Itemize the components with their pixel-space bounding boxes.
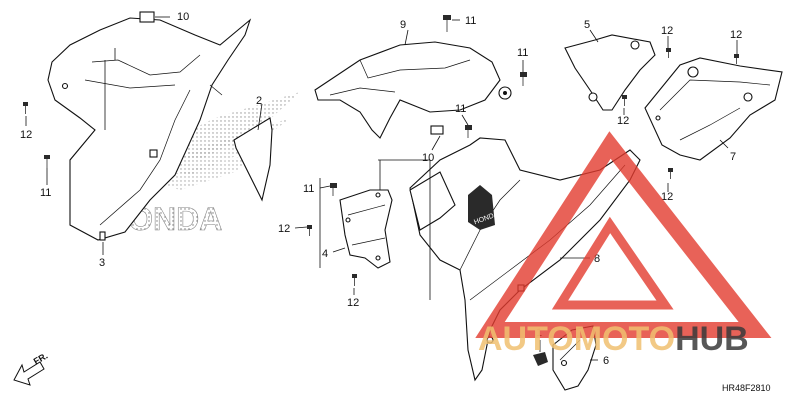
label-11a: 11: [40, 187, 51, 199]
label-4: 4: [322, 248, 328, 260]
fasteners: [23, 15, 739, 286]
label-7: 7: [730, 151, 736, 163]
front-direction-indicator: FR.: [13, 351, 50, 386]
watermark-inner-triangle-icon: [551, 216, 674, 310]
part-10-clip-lower: [430, 125, 444, 135]
screw-12-plate: [666, 48, 671, 58]
label-5: 5: [584, 19, 590, 31]
label-12c: 12: [347, 297, 359, 309]
label-10b: 10: [422, 152, 434, 164]
leader-lines: [25, 16, 738, 361]
label-3: 3: [99, 257, 105, 269]
part-2-panel: [233, 117, 273, 202]
screw-12-left: [23, 102, 28, 114]
part-4-bracket: [339, 189, 393, 269]
front-direction-label: FR.: [32, 351, 50, 367]
screw-12-rear-low: [668, 168, 673, 179]
front-arrow-icon: [13, 361, 45, 386]
part-10-clip-upper: [139, 11, 155, 23]
label-12d: 12: [661, 25, 673, 37]
watermark-text-a: AUTOMOTO: [478, 320, 675, 358]
screw-12-rear-mid: [622, 95, 627, 106]
label-12b: 12: [278, 223, 290, 235]
label-11d: 11: [455, 103, 466, 115]
diagram-code: HR48F2810: [722, 383, 771, 393]
bolt-11-bracket: [330, 183, 337, 196]
screw-12-bracket-lower: [352, 274, 357, 286]
part-5-plate: [564, 34, 656, 111]
screw-12-bracket: [307, 225, 312, 236]
label-12a: 12: [20, 129, 32, 141]
label-12f: 12: [617, 115, 629, 127]
label-12g: 12: [661, 191, 673, 203]
label-2: 2: [256, 95, 262, 107]
watermark-text-b: HUB: [675, 320, 749, 358]
bolt-11-top: [443, 15, 451, 32]
label-8: 8: [594, 253, 600, 265]
part-3-left-side-cover: [47, 11, 252, 241]
label-10a: 10: [177, 11, 189, 23]
watermark-text: AUTOMOTOHUB: [478, 320, 749, 358]
part-6-guard: [552, 325, 597, 391]
label-6: 6: [603, 355, 609, 367]
part-7-rear-cover: [644, 57, 783, 161]
label-12e: 12: [730, 29, 742, 41]
label-11e: 11: [303, 183, 314, 195]
screw-12-rear-top: [734, 54, 739, 64]
label-9: 9: [400, 19, 406, 31]
part-1-fastener: [533, 352, 548, 366]
watermark: AUTOMOTOHUB: [475, 131, 772, 358]
part-9-upper-cover: [314, 41, 512, 139]
bolt-11-mid: [465, 125, 472, 138]
bolt-11-right: [520, 72, 527, 86]
label-11b: 11: [465, 15, 476, 27]
label-11c: 11: [517, 47, 528, 59]
bolt-11-left: [44, 155, 50, 168]
watermark-triangle-icon: [475, 131, 772, 338]
